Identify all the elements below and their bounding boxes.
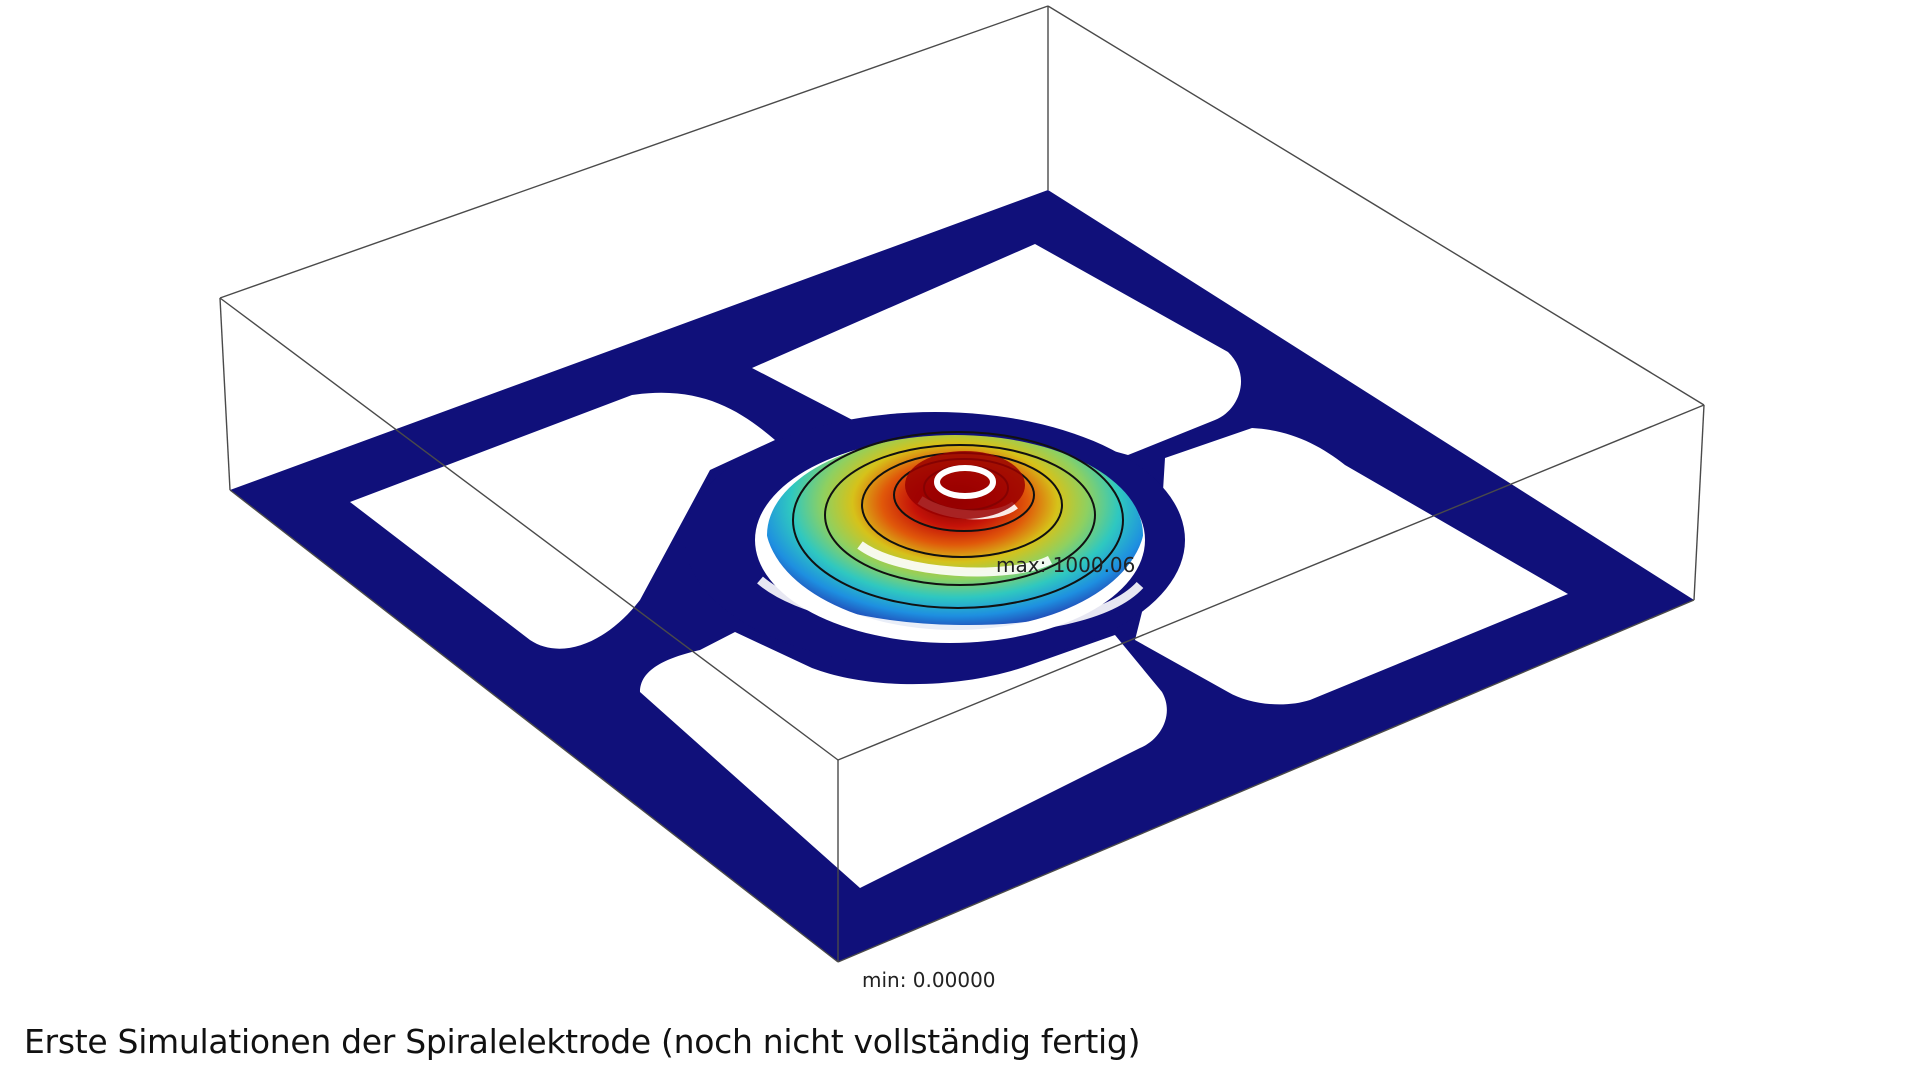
min-label: min: 0.00000 (862, 968, 996, 992)
bounding-box-front (219, 297, 1705, 963)
figure-caption: Erste Simulationen der Spiralelektrode (… (24, 1022, 1141, 1061)
bounding-box-back (219, 5, 1705, 406)
max-label: max: 1000.06 (996, 553, 1135, 577)
electrode-disc (685, 412, 1185, 668)
